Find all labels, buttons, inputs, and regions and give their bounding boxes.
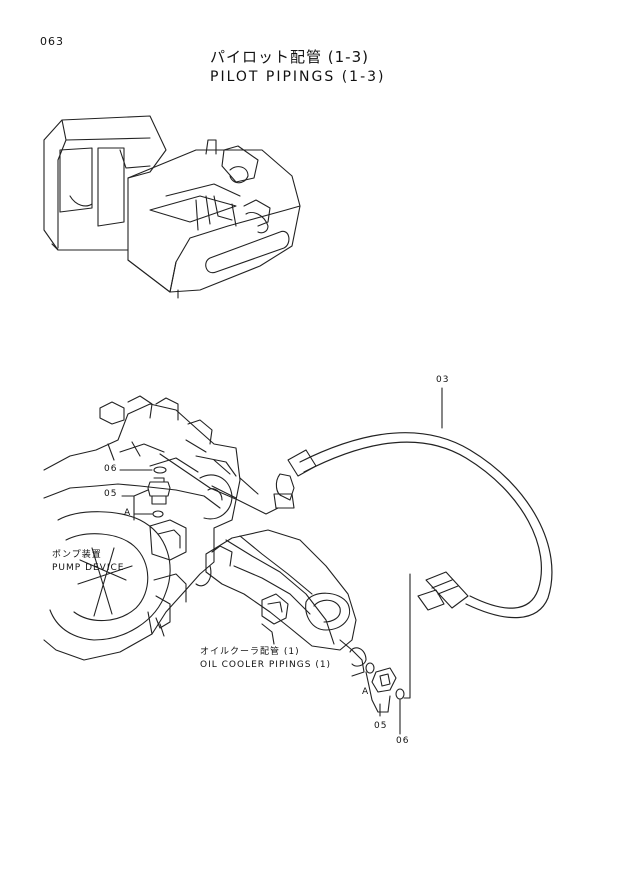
o-ring-a-left [153,511,163,517]
callout-03: 03 [436,375,450,385]
oil-cooler-piping-label-ja: オイルクーラ配管 (1) [200,647,300,657]
page-title-english: PILOT PIPINGS (1-3) [210,69,386,85]
callout-06-bottom: 06 [396,736,410,746]
callout-06-left: 06 [104,464,118,474]
o-ring-06-left [154,467,166,473]
pump-device-label-ja: ポンプ装置 [52,550,102,560]
pump-device-label-en: PUMP DEVICE [52,563,125,573]
page-title-japanese: パイロット配管 (1-3) [210,48,369,66]
hose-03 [300,433,552,618]
page-number: 063 [40,35,64,48]
adapter-05-left [148,482,170,496]
o-ring-a-bottom [366,663,374,673]
pump-device-outline [44,404,240,660]
callout-05-bottom: 05 [374,721,388,731]
oil-cooler-piping-outline [206,530,356,650]
oil-cooler-piping-label-en: OIL COOLER PIPINGS (1) [200,660,332,670]
callout-05-left: 05 [104,489,118,499]
callout-a-left: A [124,508,132,518]
callout-a-bottom: A [362,687,370,697]
adapter-05-bottom [372,668,396,692]
o-ring-06-bottom [396,689,404,699]
